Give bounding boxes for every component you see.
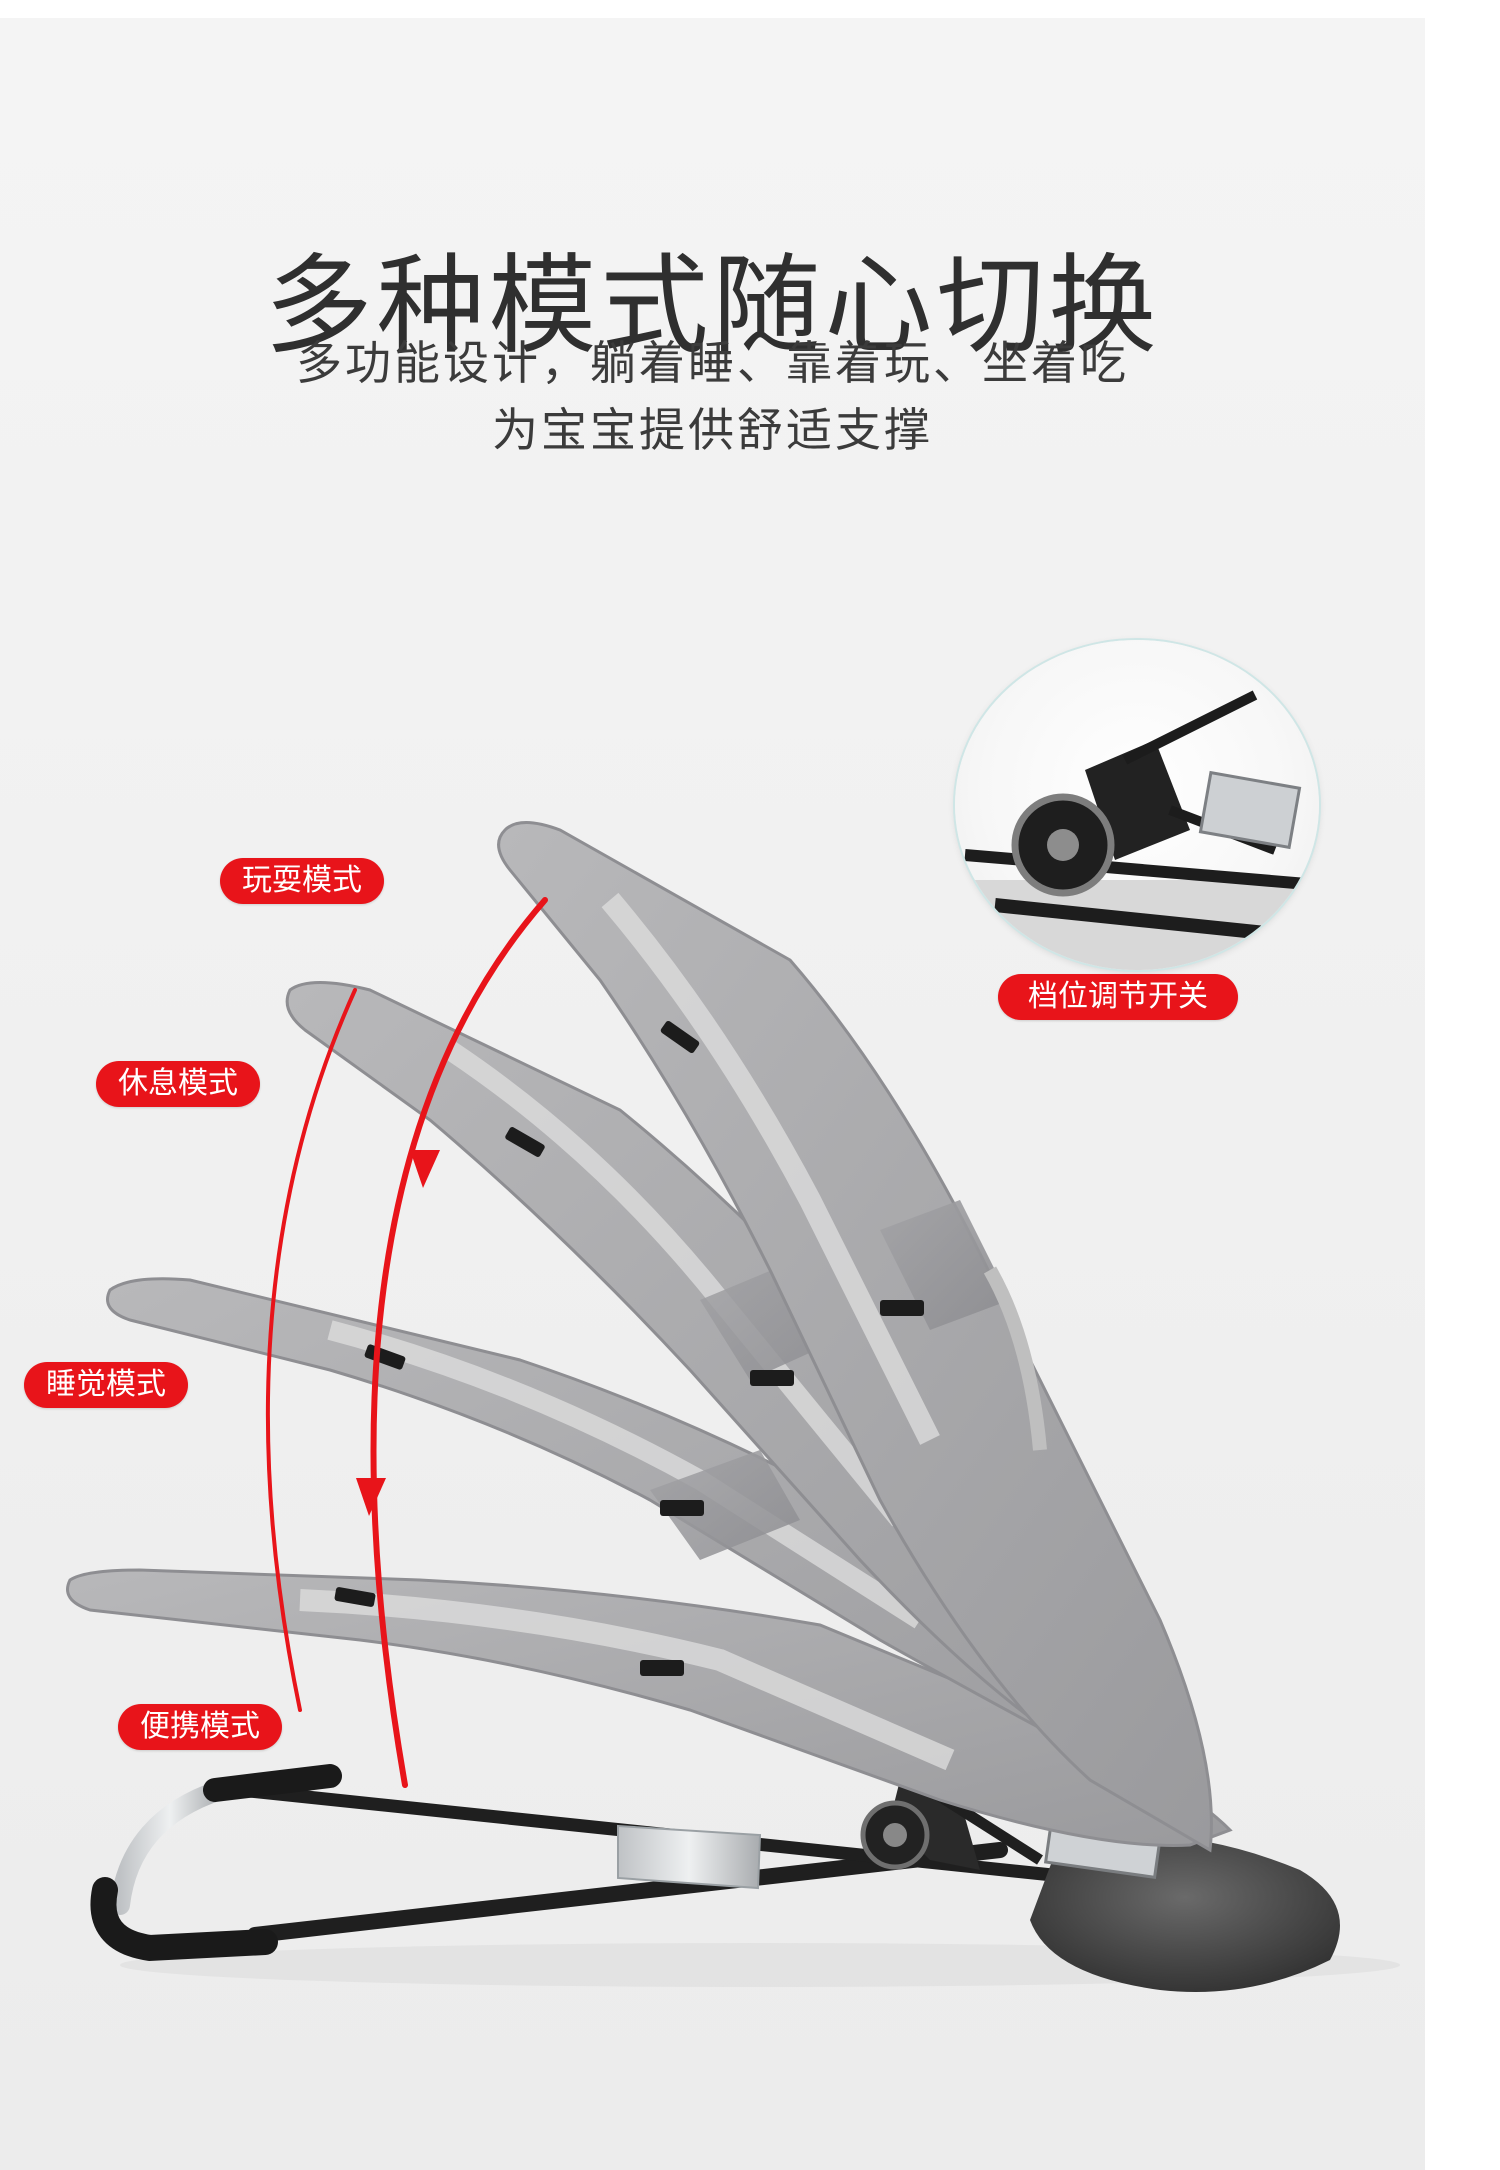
- subtitle-line-1: 多功能设计，躺着睡、靠着玩、坐着吃: [296, 336, 1129, 390]
- mode-badge-sleep: 睡觉模式: [24, 1362, 188, 1408]
- page-title: 多种模式随心切换: [264, 244, 1161, 370]
- hinge-detail-illustration: [955, 690, 1319, 970]
- mode-arrows: [265, 897, 548, 1788]
- down-arrow-icon: [356, 1150, 440, 1516]
- mode-badge-carry: 便携模式: [118, 1704, 282, 1750]
- steel-frame: [90, 1736, 1340, 1992]
- hinge-detail-circle: [955, 640, 1319, 970]
- subtitle-line-2: 为宝宝提供舒适支撑: [492, 403, 933, 457]
- gear-switch-badge: 档位调节开关: [998, 974, 1238, 1020]
- seat-play-mode: [497, 821, 1213, 1853]
- mode-badge-play: 玩耍模式: [220, 858, 384, 904]
- seat-sleep-mode: [106, 1277, 1203, 1835]
- mode-badge-rest: 休息模式: [96, 1061, 260, 1107]
